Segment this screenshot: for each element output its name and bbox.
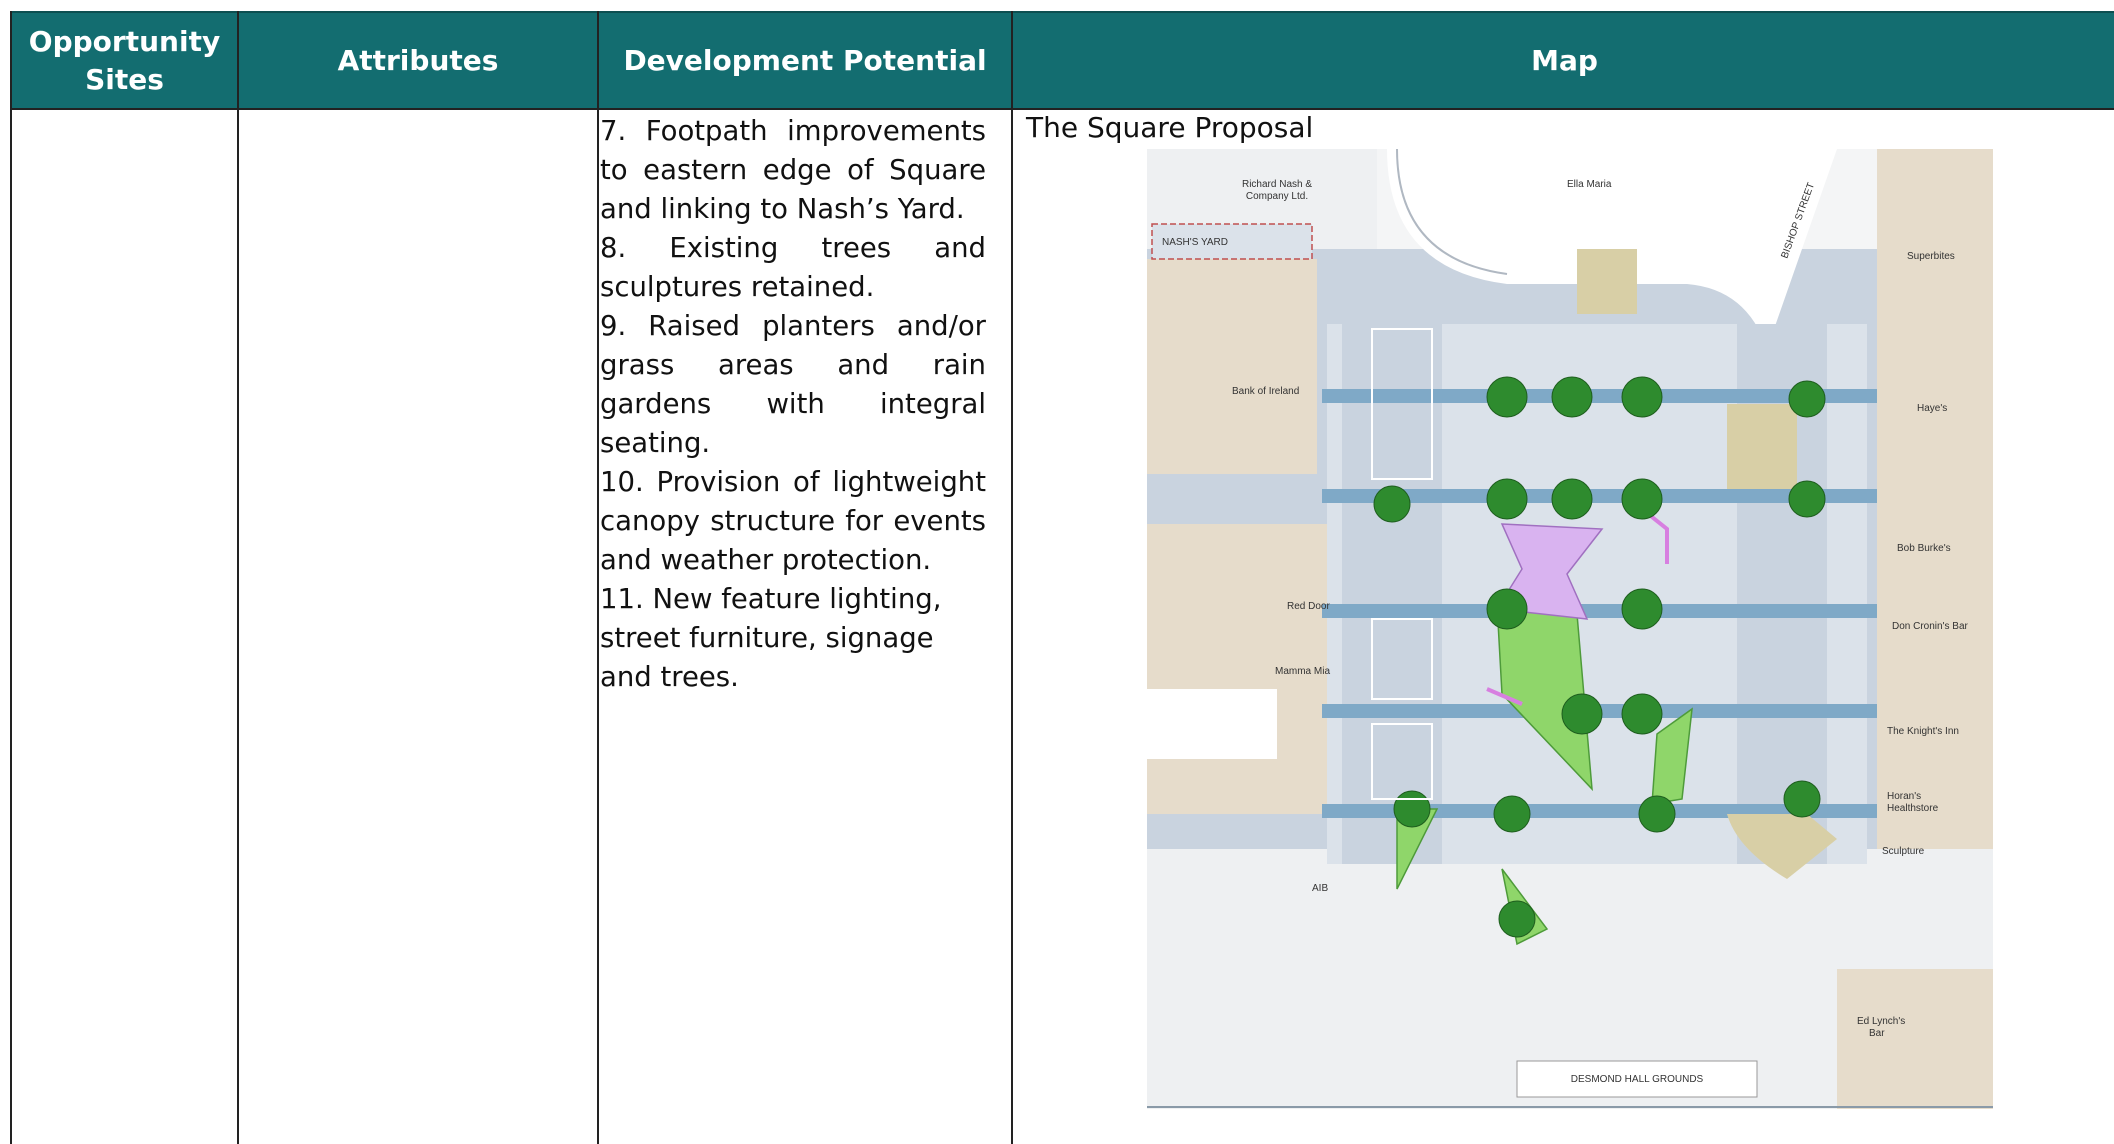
column-divider	[1011, 11, 1013, 1144]
map-label: Bar	[1869, 1028, 1885, 1039]
column-divider	[597, 11, 599, 1144]
header-map: Map	[1531, 43, 1598, 77]
header-development-potential: Development Potential	[623, 43, 987, 77]
map-label: Bank of Ireland	[1232, 386, 1299, 397]
development-item: 10. Provision of lightweight canopy stru…	[600, 466, 986, 576]
square-proposal-map: Richard Nash & Company Ltd. NASH'S YARD …	[1147, 149, 1993, 1109]
map-drawing: Richard Nash & Company Ltd. NASH'S YARD …	[1147, 149, 1993, 1109]
development-table: Opportunity Sites Attributes Development…	[10, 11, 2114, 1144]
map-label: Bob Burke's	[1897, 543, 1951, 554]
map-label: NASH'S YARD	[1162, 237, 1228, 248]
map-label: Healthstore	[1887, 803, 1939, 814]
map-label: AIB	[1312, 883, 1328, 894]
map-label: Sculpture	[1882, 846, 1925, 857]
map-label: Ella Maria	[1567, 179, 1612, 190]
map-label: Don Cronin's Bar	[1892, 621, 1969, 632]
map-label: Richard Nash &	[1242, 179, 1312, 190]
development-item: 9. Raised planters and/or grass areas an…	[600, 310, 986, 459]
header-attributes: Attributes	[337, 43, 499, 77]
map-label: Mamma Mia	[1275, 666, 1330, 677]
map-label: Ed Lynch's	[1857, 1016, 1905, 1027]
column-divider	[237, 11, 239, 1144]
map-label: Company Ltd.	[1246, 191, 1308, 202]
map-label: Superbites	[1907, 251, 1955, 262]
development-item: 11. New feature lighting, street furnitu…	[600, 583, 942, 693]
table-header-row: Opportunity Sites Attributes Development…	[12, 11, 2114, 110]
development-item: 7. Footpath improvements to eastern edge…	[600, 115, 986, 225]
map-caption: The Square Proposal	[1026, 111, 1314, 144]
map-label: Horan's	[1887, 791, 1921, 802]
map-label: Red Door	[1287, 601, 1330, 612]
map-label: The Knight's Inn	[1887, 726, 1959, 737]
development-potential-cell: 7. Footpath improvements to eastern edge…	[600, 112, 986, 697]
development-item: 8. Existing trees and sculptures retaine…	[600, 232, 986, 303]
header-opportunity-sites: Opportunity Sites	[28, 24, 221, 96]
map-label: DESMOND HALL GROUNDS	[1571, 1074, 1704, 1085]
map-label: Haye's	[1917, 403, 1947, 414]
